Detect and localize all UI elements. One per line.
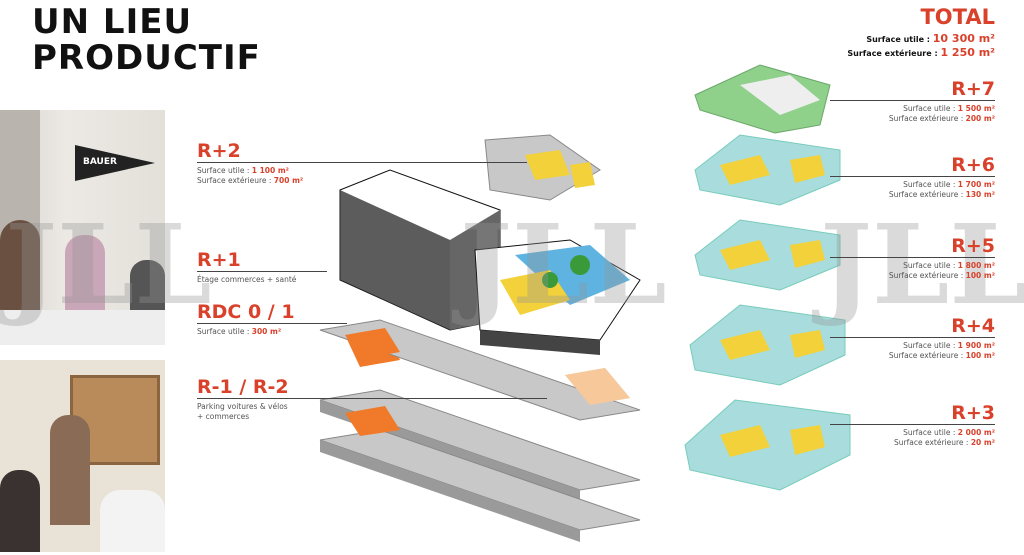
divider (197, 271, 327, 272)
floor-r6 (694, 134, 841, 206)
divider (830, 337, 995, 338)
bauer-sign: BAUER (75, 145, 155, 181)
basement-slab (319, 319, 641, 542)
floor-r4 (689, 304, 846, 386)
divider (830, 176, 995, 177)
level-label: R+2 (197, 140, 241, 162)
level-info: Parking voitures & vélos+ commerces (197, 402, 288, 421)
total-surface-utile: Surface utile : 10 300 m² (866, 32, 995, 45)
divider (830, 424, 995, 425)
floor-r3 (684, 399, 851, 491)
level-info: Surface utile : 300 m² (197, 327, 282, 336)
total-block: TOTAL Surface utile : 10 300 m² Surface … (695, 5, 995, 60)
divider (830, 100, 995, 101)
divider (197, 398, 547, 399)
office-photo-bottom (0, 360, 165, 552)
level-label: R-1 / R-2 (197, 376, 289, 398)
level-label: R+6 (951, 154, 995, 176)
level-label: R+7 (951, 78, 995, 100)
level-info: Étage commerces + santé (197, 275, 297, 284)
upper-floors-stack (684, 64, 851, 491)
office-photo-top: BAUER (0, 110, 165, 345)
floor-r5 (694, 219, 841, 291)
building-block (339, 134, 641, 355)
divider (197, 162, 527, 163)
level-label: R+3 (951, 402, 995, 424)
total-surface-exterieure: Surface extérieure : 1 250 m² (847, 46, 995, 59)
level-label: R+5 (951, 235, 995, 257)
level-label: R+1 (197, 249, 241, 271)
level-label: R+4 (951, 315, 995, 337)
building-exploded-view (319, 134, 641, 542)
level-rdc-0-1: RDC 0 / 1 Surface utile : 300 m² (197, 302, 347, 337)
divider (830, 257, 995, 258)
level-label: RDC 0 / 1 (197, 301, 295, 323)
page-title: UN LIEU PRODUCTIF (32, 2, 261, 78)
divider (197, 323, 347, 324)
